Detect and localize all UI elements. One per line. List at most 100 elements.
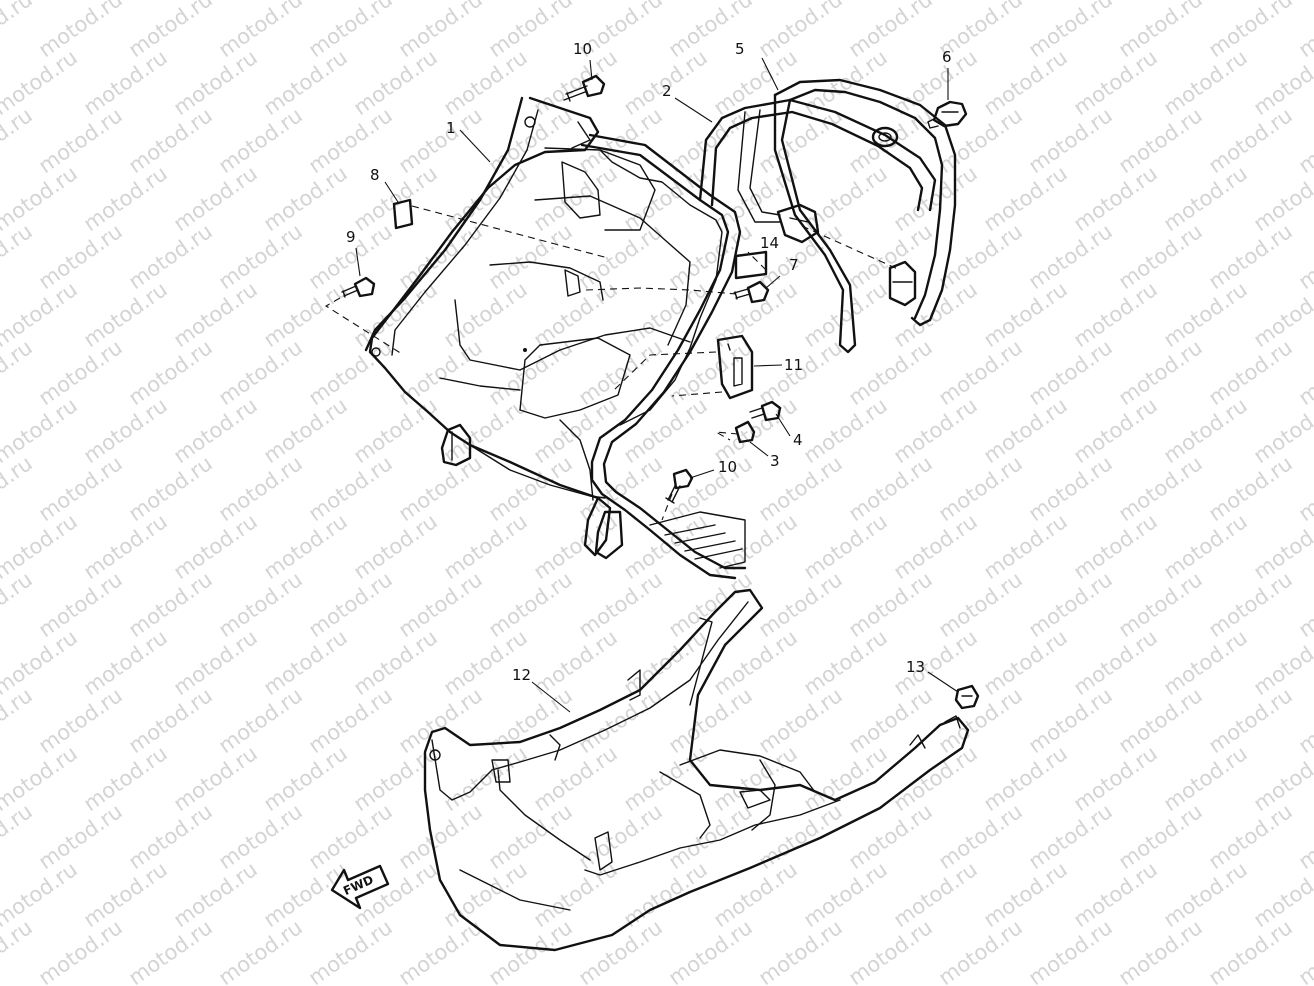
watermark-text: motod.ru (1069, 741, 1162, 816)
watermark-text: motod.ru (979, 45, 1072, 120)
watermark-text: motod.ru (394, 799, 487, 874)
watermark-text: motod.ru (79, 625, 172, 700)
watermark-text: motod.ru (259, 277, 352, 352)
watermark-text: motod.ru (259, 45, 352, 120)
watermark-text: motod.ru (1159, 161, 1252, 236)
watermark-text: motod.ru (889, 625, 982, 700)
watermark-text: motod.ru (1114, 567, 1207, 642)
watermark-text: motod.ru (1204, 219, 1297, 294)
watermark-text: motod.ru (0, 625, 82, 700)
watermark-text: motod.ru (259, 625, 352, 700)
watermark-text: motod.ru (1114, 0, 1207, 62)
watermark-text: motod.ru (1024, 0, 1117, 62)
watermark-text: motod.ru (529, 161, 622, 236)
part-7-screw (733, 280, 770, 304)
watermark-text: motod.ru (1114, 335, 1207, 410)
watermark-text: motod.ru (844, 915, 937, 986)
watermark-text: motod.ru (1024, 915, 1117, 986)
watermark-text: motod.ru (394, 0, 487, 62)
watermark-text: motod.ru (484, 915, 577, 986)
watermark-text: motod.ru (124, 799, 217, 874)
part-14-label (734, 250, 768, 280)
callout-6: 6 (942, 48, 952, 66)
watermark-text: motod.ru (799, 857, 892, 932)
watermark-text: motod.ru (1024, 451, 1117, 526)
watermark-text: motod.ru (934, 103, 1027, 178)
watermark-text: motod.ru (1294, 335, 1314, 410)
watermark-text: motod.ru (1024, 335, 1117, 410)
watermark-text: motod.ru (0, 161, 82, 236)
watermark-text: motod.ru (1069, 625, 1162, 700)
watermark-text: motod.ru (1294, 0, 1314, 62)
watermark-text: motod.ru (79, 45, 172, 120)
watermark-text: motod.ru (979, 509, 1072, 584)
watermark-text: motod.ru (754, 799, 847, 874)
watermark-text: motod.ru (799, 161, 892, 236)
watermark-text: motod.ru (439, 277, 532, 352)
part-3-clip (734, 420, 756, 444)
watermark-text: motod.ru (574, 799, 667, 874)
watermark-text: motod.ru (889, 393, 982, 468)
callout-9: 9 (346, 228, 356, 246)
part-9-screw (341, 276, 376, 298)
watermark-text: motod.ru (799, 45, 892, 120)
watermark-text: motod.ru (844, 451, 937, 526)
watermark-text: motod.ru (304, 799, 397, 874)
watermark-text: motod.ru (484, 0, 577, 62)
part-10-bolt-top (563, 74, 606, 102)
watermark-text: motod.ru (1204, 915, 1297, 986)
watermark-text: motod.ru (1159, 277, 1252, 352)
part-8-label (392, 198, 414, 230)
watermark-text: motod.ru (394, 683, 487, 758)
watermark-text: motod.ru (844, 799, 937, 874)
watermark-text: motod.ru (34, 799, 127, 874)
watermark-text: motod.ru (889, 857, 982, 932)
watermark-text: motod.ru (844, 103, 937, 178)
watermark-text: motod.ru (304, 335, 397, 410)
watermark-text: motod.ru (484, 683, 577, 758)
watermark-text: motod.ru (124, 451, 217, 526)
watermark-text: motod.ru (349, 625, 442, 700)
callout-13: 13 (906, 658, 925, 676)
watermark-text: motod.ru (1294, 683, 1314, 758)
watermark-text: motod.ru (169, 277, 262, 352)
watermark-text: motod.ru (0, 451, 37, 526)
watermark-text: motod.ru (1159, 45, 1252, 120)
watermark-text: motod.ru (844, 0, 937, 62)
watermark-text: motod.ru (1159, 625, 1252, 700)
callout-2: 2 (662, 82, 672, 100)
watermark-text: motod.ru (0, 103, 37, 178)
watermark-text: motod.ru (1159, 857, 1252, 932)
watermark-text: motod.ru (349, 45, 442, 120)
watermark-text: motod.ru (1204, 799, 1297, 874)
callout-1: 1 (446, 119, 456, 137)
part-5-trim (773, 78, 957, 354)
watermark-text: motod.ru (1294, 799, 1314, 874)
watermark-text: motod.ru (1024, 219, 1117, 294)
watermark-text: motod.ru (709, 857, 802, 932)
part-13-nut (954, 684, 980, 710)
watermark-text: motod.ru (124, 683, 217, 758)
watermark-text: motod.ru (1069, 277, 1162, 352)
watermark-text: motod.ru (529, 741, 622, 816)
watermark-text: motod.ru (1024, 103, 1117, 178)
watermark-text: motod.ru (0, 219, 37, 294)
watermark-text: motod.ru (214, 219, 307, 294)
watermark-text: motod.ru (484, 219, 577, 294)
watermark-text: motod.ru (1069, 45, 1162, 120)
watermark-text: motod.ru (1159, 509, 1252, 584)
watermark-text: motod.ru (979, 393, 1072, 468)
callout-10-top: 10 (573, 40, 592, 58)
watermark-text: motod.ru (304, 567, 397, 642)
watermark-text: motod.ru (664, 219, 757, 294)
watermark-text: motod.ru (1294, 451, 1314, 526)
watermark-text: motod.ru (889, 45, 982, 120)
watermark-text: motod.ru (79, 741, 172, 816)
part-6-grommet (927, 100, 968, 129)
watermark-text: motod.ru (529, 857, 622, 932)
watermark-text: motod.ru (799, 393, 892, 468)
watermark-text: motod.ru (844, 567, 937, 642)
watermark-text: motod.ru (0, 0, 37, 62)
watermark-text: motod.ru (439, 857, 532, 932)
